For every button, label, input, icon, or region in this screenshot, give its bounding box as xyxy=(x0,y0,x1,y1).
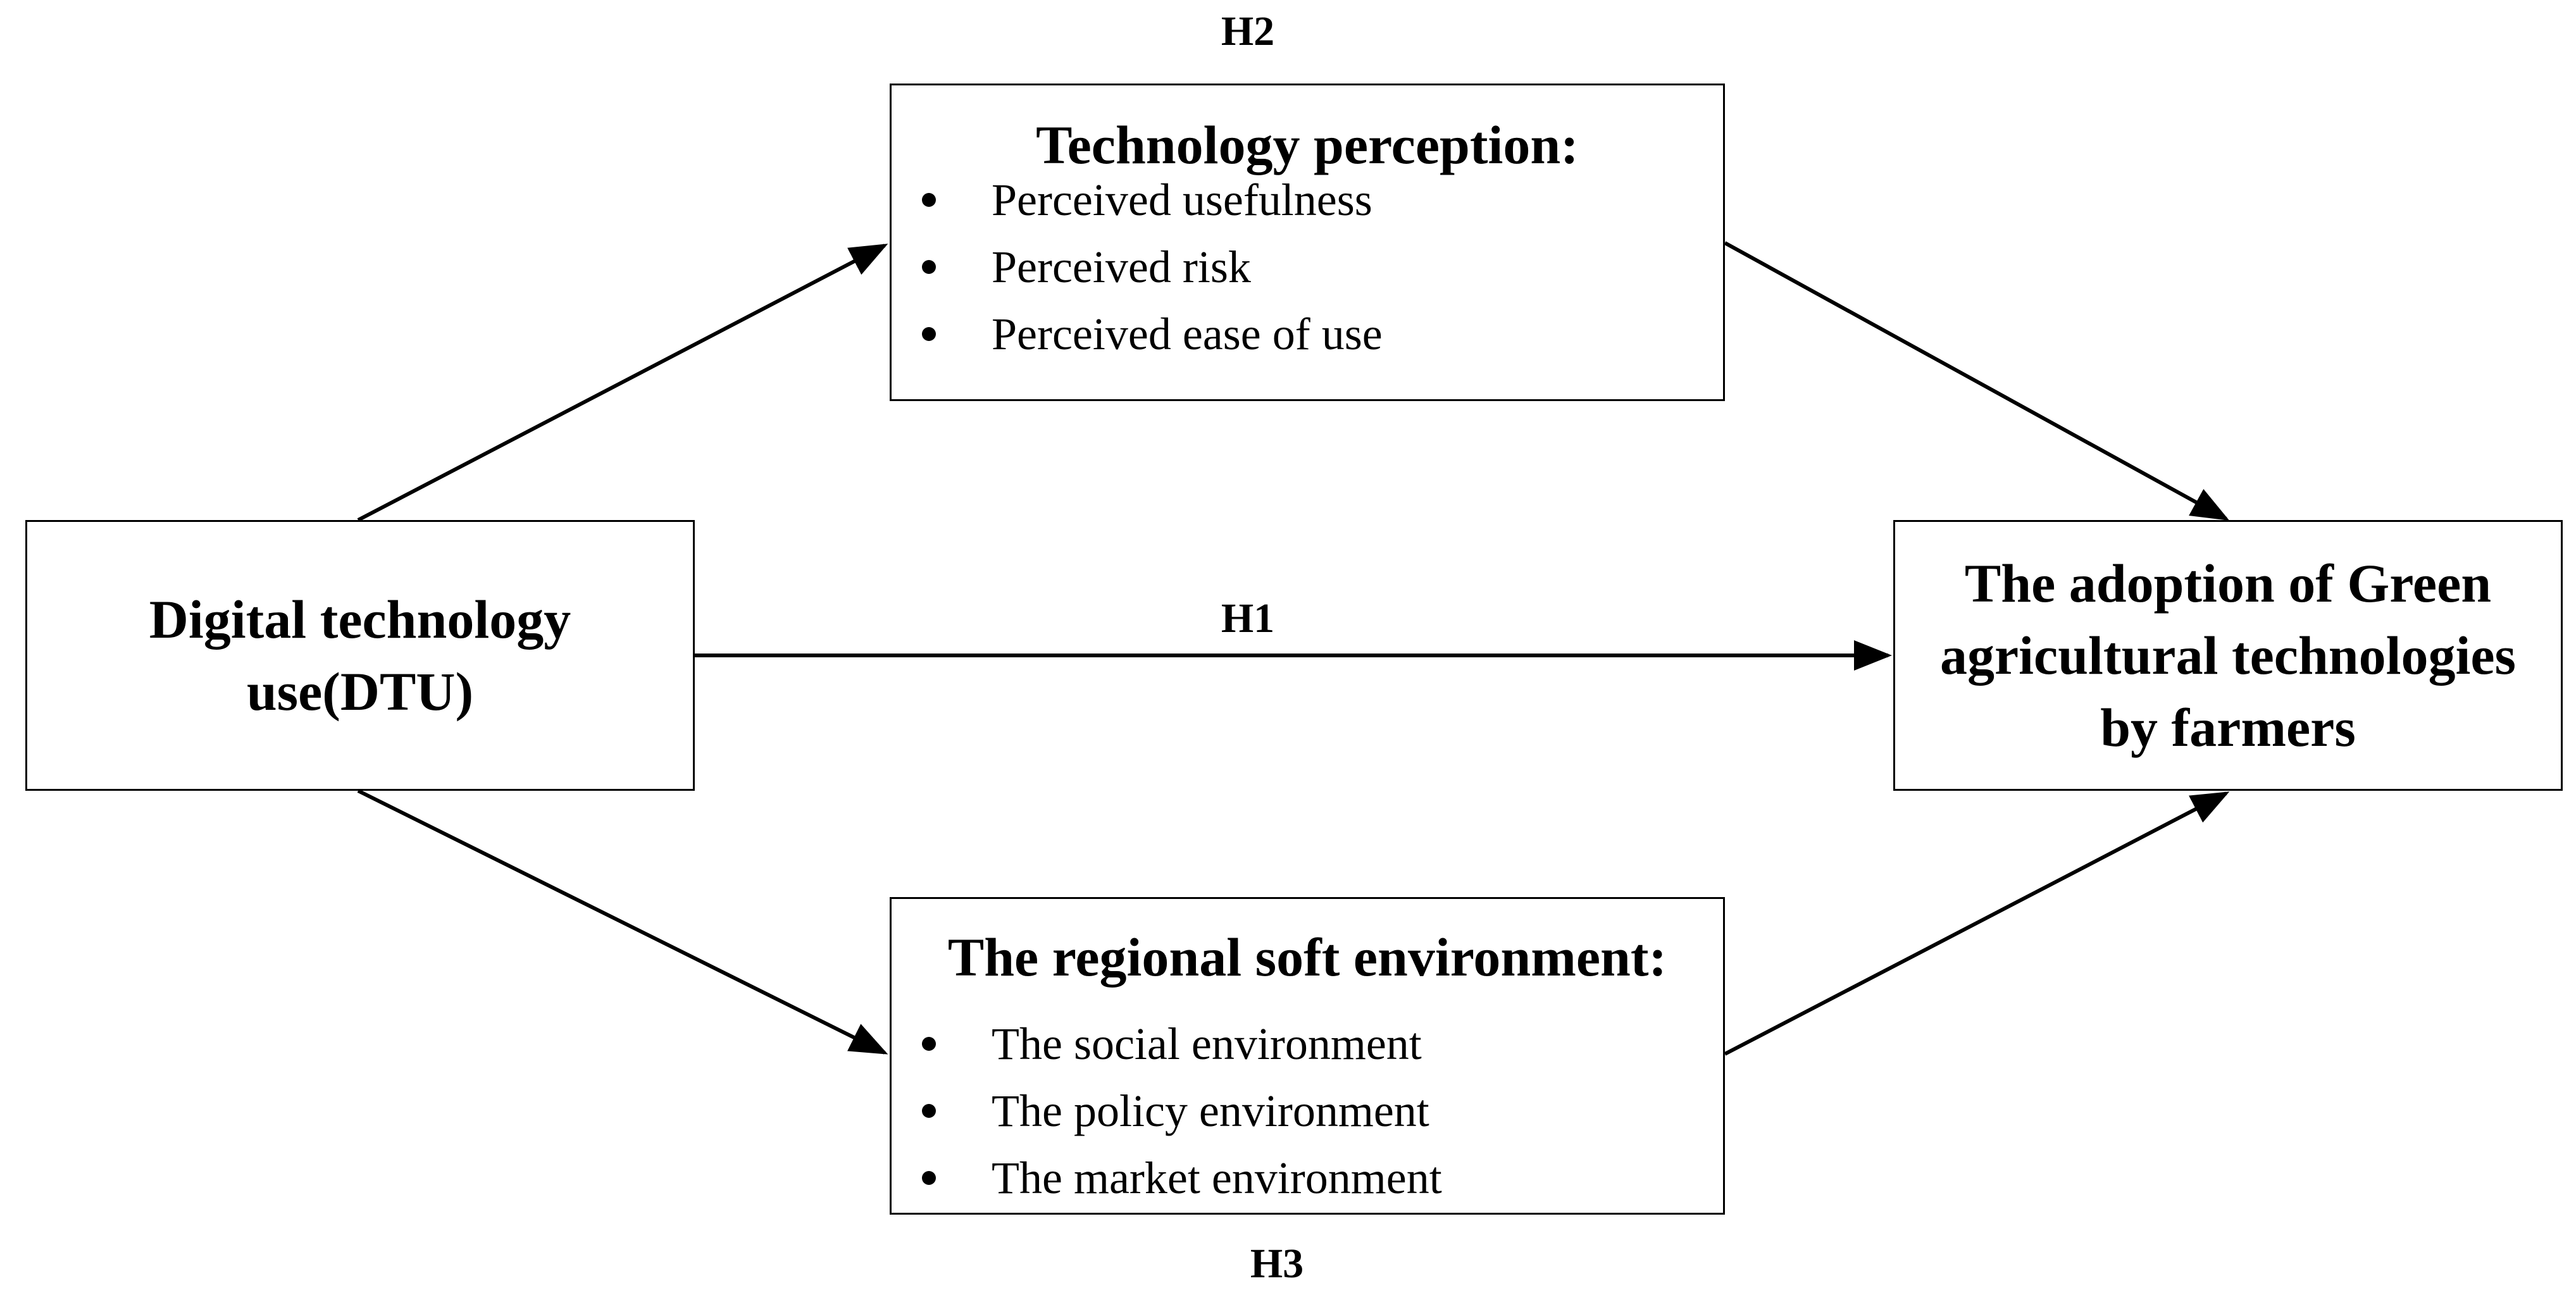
list-item: Perceived usefulness xyxy=(892,166,1723,233)
technology-perception-box: Technology perception: Perceived usefuln… xyxy=(890,84,1725,401)
regional-environment-box: The regional soft environment: The socia… xyxy=(890,897,1725,1215)
bullet-icon xyxy=(922,193,936,207)
bullet-icon xyxy=(922,1037,936,1051)
hypothesis-label-h1: H1 xyxy=(1221,595,1275,641)
bullet-icon xyxy=(922,1171,936,1185)
list-item-label: The market environment xyxy=(992,1152,1442,1203)
list-item-label: Perceived usefulness xyxy=(992,174,1372,225)
arrow-regional-environment-to-adoption xyxy=(1724,791,2230,1056)
dtu-box: Digital technology use(DTU) xyxy=(25,520,695,791)
regional-environment-list: The social environment The policy enviro… xyxy=(892,1010,1723,1211)
arrow-dtu-to-technology-perception xyxy=(357,244,888,522)
adoption-title-line3: by farmers xyxy=(2100,697,2356,758)
list-item-label: The social environment xyxy=(992,1018,1422,1069)
adoption-title: The adoption of Green agricultural techn… xyxy=(1940,547,2516,764)
technology-perception-list: Perceived usefulness Perceived risk Perc… xyxy=(892,166,1723,368)
adoption-title-line1: The adoption of Green xyxy=(1964,553,2492,614)
dtu-title-line1: Digital technology xyxy=(149,589,571,650)
bullet-icon xyxy=(922,327,936,341)
technology-perception-title: Technology perception: xyxy=(1036,115,1579,175)
dtu-title: Digital technology use(DTU) xyxy=(149,583,571,728)
bullet-icon xyxy=(922,1104,936,1118)
list-item: Perceived risk xyxy=(892,233,1723,301)
list-item: Perceived ease of use xyxy=(892,301,1723,368)
arrow-technology-perception-to-adoption xyxy=(1724,241,2230,521)
list-item-label: Perceived risk xyxy=(992,241,1251,292)
list-item: The policy environment xyxy=(892,1077,1723,1144)
list-item-label: Perceived ease of use xyxy=(992,308,1383,359)
hypothesis-label-h2: H2 xyxy=(1221,8,1275,54)
adoption-box: The adoption of Green agricultural techn… xyxy=(1893,520,2563,791)
dtu-title-line2: use(DTU) xyxy=(246,661,474,722)
hypothesis-label-h3: H3 xyxy=(1250,1241,1304,1287)
adoption-title-line2: agricultural technologies xyxy=(1939,625,2517,686)
list-item-label: The policy environment xyxy=(992,1085,1429,1136)
regional-environment-title: The regional soft environment: xyxy=(947,927,1667,988)
arrow-dtu-to-regional-environment xyxy=(357,789,888,1055)
list-item: The market environment xyxy=(892,1144,1723,1211)
list-item: The social environment xyxy=(892,1010,1723,1077)
bullet-icon xyxy=(922,260,936,274)
